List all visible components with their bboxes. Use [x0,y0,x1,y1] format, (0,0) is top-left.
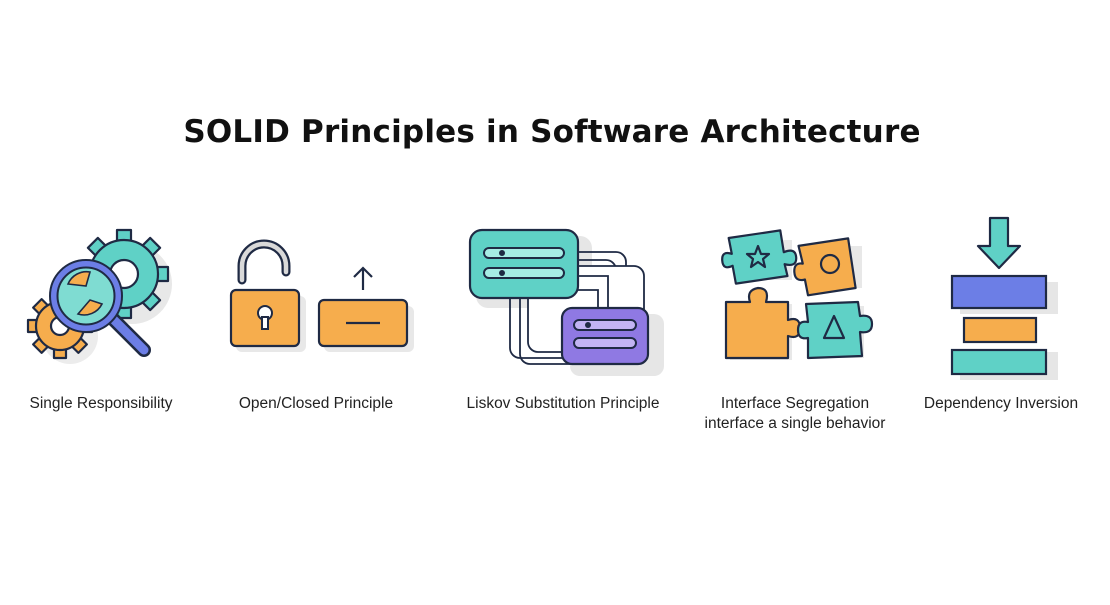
puzzle-pieces-icon [721,229,874,360]
principle-liskov-substitution [462,210,667,380]
principle-single-responsibility [20,210,190,370]
stacked-layers-arrow-icon [950,216,1058,380]
principle-interface-segregation [710,210,880,370]
label-interface-segregation-title: Interface Segregation [720,395,870,412]
label-interface-segregation-subtitle: interface a single behavior [704,415,886,432]
substitutable-components-icon [468,228,664,376]
label-liskov-substitution: Liskov Substitution Principle [466,395,660,412]
gears-magnifier-icon [26,228,172,364]
label-single-responsibility: Single Responsibility [29,395,173,412]
label-open-closed: Open/Closed Principle [238,395,394,412]
label-dependency-inversion: Dependency Inversion [923,395,1079,412]
diagram-title: SOLID Principles in Software Architectur… [183,114,921,150]
principle-dependency-inversion [944,210,1064,380]
label-interface-segregation: Interface Segregation interface a single… [685,394,905,434]
padlock-and-extension-icon [229,239,414,352]
principle-open-closed [222,210,427,370]
